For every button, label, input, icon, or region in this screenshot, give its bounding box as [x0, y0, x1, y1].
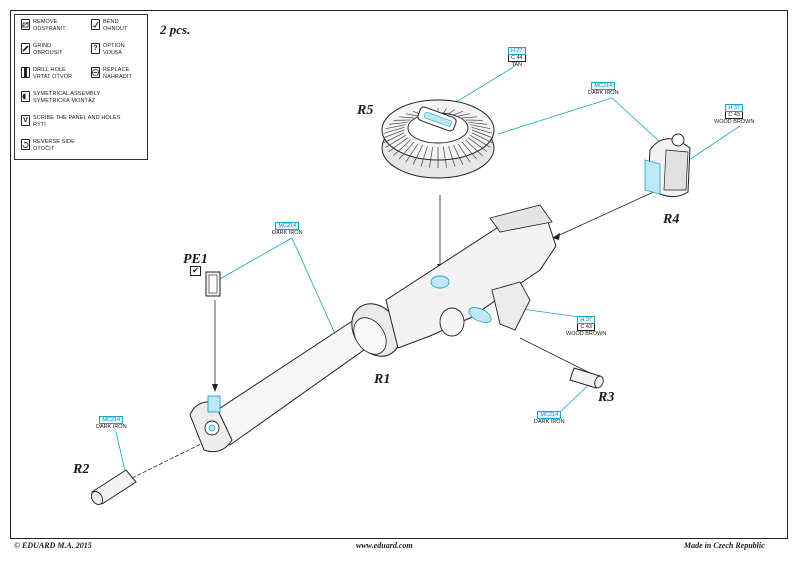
- footer-copyright: © EDUARD M.A. 2015: [14, 541, 92, 550]
- cooling-fin: [461, 141, 478, 160]
- cooling-fin: [468, 137, 488, 152]
- paint-code: MC214: [99, 416, 124, 424]
- cooling-fin: [398, 141, 415, 160]
- cooling-fin: [383, 132, 405, 144]
- scribe-icon: V: [21, 115, 30, 126]
- cooling-fin: [383, 126, 405, 134]
- part-r4-grip: [644, 133, 691, 198]
- paint-code: H 37: [577, 316, 595, 324]
- footer-website: www.eduard.com: [356, 541, 413, 550]
- cooling-fin: [399, 116, 415, 119]
- label-r1: R1: [374, 372, 391, 387]
- cooling-fin: [470, 134, 491, 148]
- cooling-fin: [448, 146, 456, 167]
- cooling-fin: [412, 144, 423, 165]
- cooling-fin: [385, 134, 406, 148]
- replace-icon: [91, 67, 100, 78]
- cooling-fin: [405, 143, 419, 163]
- paint-code-alt: C 43: [725, 112, 743, 119]
- reverse-side-icon: [21, 139, 30, 150]
- cooling-fin: [453, 144, 464, 165]
- footer-origin: Made in Czech Republic: [684, 541, 765, 550]
- guide-lines: [131, 189, 659, 479]
- remove-icon: [21, 19, 30, 30]
- paint-caption: WOOD BROWN: [714, 119, 755, 125]
- sheet-border: [10, 10, 788, 539]
- label-r3: R3: [598, 390, 615, 405]
- label-r2: R2: [73, 462, 90, 477]
- paint-caption: DARK IRON: [534, 419, 565, 425]
- part-r2-pin: [90, 469, 137, 505]
- part-r5-drum: [381, 99, 495, 179]
- cooling-fin: [429, 146, 434, 168]
- part-pe1-clip: [205, 271, 221, 413]
- paint-code: MC214: [537, 411, 562, 419]
- cooling-fin: [442, 146, 447, 168]
- part-r1-body: [189, 204, 557, 453]
- symetrical-assembly-icon: [21, 91, 30, 102]
- cooling-fin: [468, 121, 488, 125]
- cooling-fin: [385, 124, 406, 130]
- cooling-fin: [453, 110, 464, 116]
- drill-hole-icon: [21, 67, 30, 78]
- cooling-fin: [471, 129, 494, 139]
- cooling-fin: [382, 129, 405, 139]
- callout-r2-dark-iron: MC214 DARK IRON: [96, 416, 127, 431]
- label-pe1: PE1: [183, 252, 208, 267]
- callout-grip-wood-brown: H 37 C 43 WOOD BROWN: [566, 316, 606, 338]
- cooling-fin: [471, 126, 493, 134]
- cooling-fin: [457, 113, 471, 117]
- callout-r3-dark-iron: MC214 DARK IRON: [534, 411, 565, 426]
- callout-r4-wood-brown: H 37 C 43 WOOD BROWN: [714, 104, 754, 126]
- callout-r5-dark-iron: MC214 DARK IRON: [588, 82, 619, 97]
- paint-code: H 27: [508, 47, 526, 55]
- cooling-fin: [388, 121, 408, 125]
- cooling-fin: [448, 109, 456, 115]
- paint-code: MC214: [591, 82, 616, 90]
- cooling-fin: [443, 108, 447, 114]
- cooling-fin: [465, 139, 483, 156]
- paint-code-alt: C 44: [508, 55, 526, 62]
- cooling-fin: [457, 143, 471, 163]
- cooling-fin: [393, 139, 411, 156]
- cooling-fin: [388, 137, 408, 152]
- cooling-fin: [470, 124, 491, 130]
- option-icon: ?: [91, 43, 100, 54]
- label-r4: R4: [663, 212, 680, 227]
- bend-icon: [91, 19, 100, 30]
- paint-caption: WOOD BROWN: [566, 331, 607, 337]
- cooling-fin: [471, 132, 493, 144]
- grind-icon: [21, 43, 30, 54]
- paint-caption: TAN: [511, 62, 523, 68]
- bend-check-icon: ✔: [190, 266, 201, 276]
- paint-caption: DARK IRON: [96, 424, 127, 430]
- cooling-fin: [461, 116, 477, 119]
- paint-caption: DARK IRON: [272, 230, 303, 236]
- callout-r5-tan: H 27 C 44 TAN: [508, 47, 526, 69]
- callout-r1-dark-iron: MC214 DARK IRON: [272, 222, 303, 237]
- paint-code-alt: C 43: [577, 324, 595, 331]
- cooling-fin: [405, 113, 419, 117]
- part-r3-pin: [569, 367, 604, 389]
- label-r5: R5: [357, 103, 374, 118]
- paint-caption: DARK IRON: [588, 90, 619, 96]
- quantity-title: 2 pcs.: [160, 22, 191, 37]
- paint-code: H 37: [725, 104, 743, 112]
- cooling-fin: [420, 146, 428, 167]
- paint-code: MC214: [275, 222, 300, 230]
